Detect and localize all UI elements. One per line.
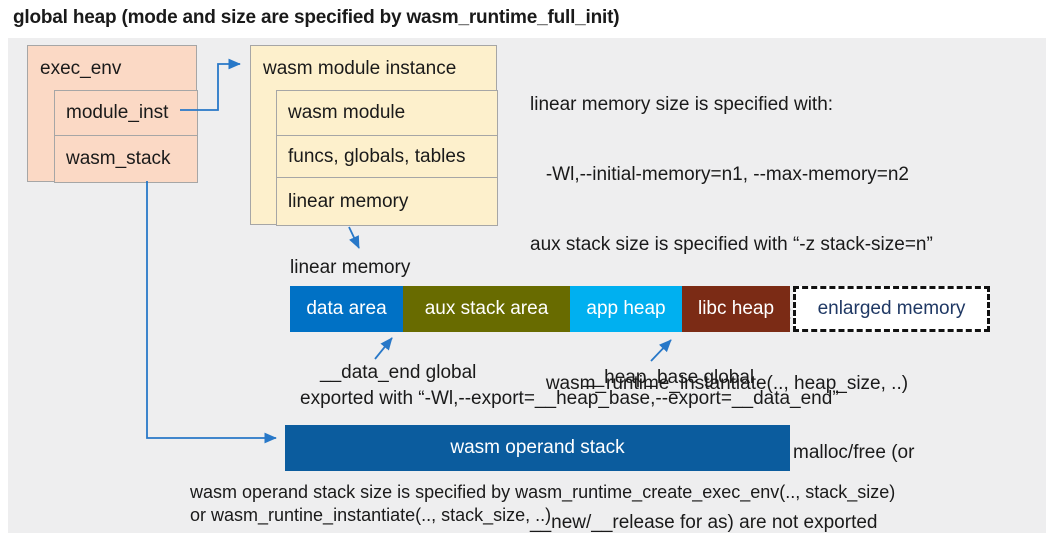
note-line: or wasm_runtine_instantiate(.., stack_si…: [190, 505, 552, 525]
exec-env-row-module-inst: module_inst: [54, 90, 198, 136]
note-line: linear memory size is specified with:: [530, 94, 834, 116]
module-instance-box: wasm module instance wasm module funcs, …: [250, 45, 498, 226]
exec-env-row-wasm-stack: wasm_stack: [54, 135, 198, 183]
note-line: aux stack size is specified with “-z sta…: [530, 233, 933, 255]
module-instance-row-funcs-globals-tables: funcs, globals, tables: [276, 135, 498, 178]
export-note: exported with “-Wl,--export=__heap_base,…: [300, 388, 839, 409]
wasm-operand-stack-bar: wasm operand stack: [285, 425, 790, 471]
exec-env-title: exec_env: [40, 57, 122, 79]
data-end-global-label: __data_end global: [320, 362, 477, 383]
linear-memory-bar: data area aux stack area app heap libc h…: [290, 286, 990, 332]
exec-env-box: exec_env module_inst wasm_stack: [27, 45, 198, 183]
segment-app-heap: app heap: [570, 286, 682, 332]
module-instance-title: wasm module instance: [263, 57, 457, 79]
note-line: wasm_runtime_instantiate(.., heap_size, …: [530, 372, 909, 394]
note-line: __new/__release for as) are not exported: [530, 512, 878, 534]
segment-enlarged-memory: enlarged memory: [793, 286, 990, 332]
note-line: -Wl,--initial-memory=n1, --max-memory=n2: [530, 164, 909, 186]
module-instance-row-wasm-module: wasm module: [276, 90, 498, 136]
segment-aux-stack-area: aux stack area: [403, 286, 570, 332]
module-instance-row-linear-memory: linear memory: [276, 177, 498, 226]
linear-memory-label: linear memory: [290, 257, 411, 278]
operand-stack-note: wasm operand stack size is specified by …: [190, 481, 895, 527]
diagram-title: global heap (mode and size are specified…: [13, 7, 620, 28]
note-line: wasm operand stack size is specified by …: [190, 482, 896, 502]
segment-data-area: data area: [290, 286, 403, 332]
heap-base-global-label: __heap_base global: [583, 367, 755, 388]
segment-libc-heap: libc heap: [682, 286, 790, 332]
